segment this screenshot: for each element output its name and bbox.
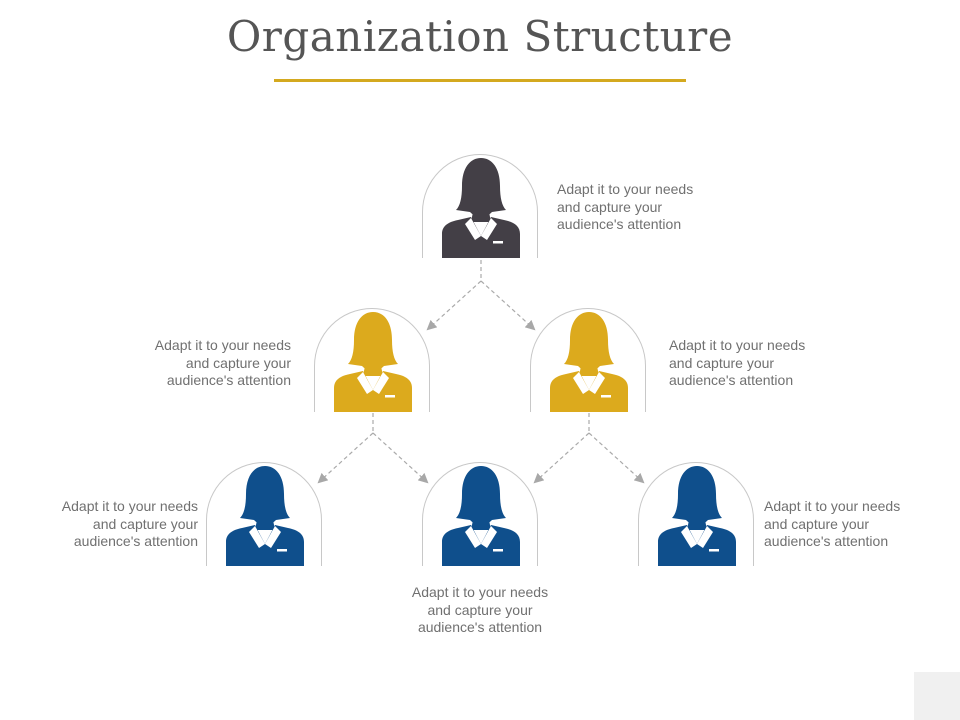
node-bottom-left-label: Adapt it to your needs and capture your … <box>38 498 198 551</box>
node-mid-left <box>314 308 432 412</box>
label-line: Adapt it to your needs <box>411 584 549 600</box>
node-circle <box>206 462 322 566</box>
label-line: Adapt it to your needs <box>764 498 901 514</box>
label-line: and capture your <box>185 354 291 371</box>
node-bottom-right <box>638 462 756 566</box>
node-circle <box>638 462 754 566</box>
node-circle <box>314 308 430 412</box>
person-icon <box>442 158 520 258</box>
label-line: and capture your <box>669 354 775 371</box>
label-line: and capture your <box>764 515 870 532</box>
person-icon <box>550 312 628 412</box>
title-underline <box>274 79 686 82</box>
label-line: audience's attention <box>669 372 794 388</box>
node-mid-left-label: Adapt it to your needs and capture your … <box>131 337 291 390</box>
label-line: audience's attention <box>557 216 682 232</box>
label-line: and capture your <box>557 198 663 215</box>
label-line: audience's attention <box>417 619 543 635</box>
label-line: audience's attention <box>764 533 889 549</box>
node-top-label: Adapt it to your needs and capture your … <box>557 181 717 234</box>
node-circle <box>422 154 538 258</box>
label-line: Adapt it to your needs <box>557 181 694 197</box>
node-circle <box>530 308 646 412</box>
node-mid-right <box>530 308 648 412</box>
label-line: Adapt it to your needs <box>61 498 198 514</box>
label-line: audience's attention <box>73 533 198 549</box>
node-mid-right-label: Adapt it to your needs and capture your … <box>669 337 829 390</box>
page-title: Organization Structure <box>226 12 734 61</box>
node-bottom-left <box>206 462 324 566</box>
person-icon <box>658 466 736 566</box>
label-line: Adapt it to your needs <box>154 337 291 353</box>
connector-mid-right-to-bottom-right <box>588 432 645 484</box>
person-icon <box>442 466 520 566</box>
connector-top-to-mid-right-arrow <box>480 280 536 331</box>
label-line: and capture your <box>427 601 533 618</box>
connector-mid-left-to-bottom-center <box>372 432 429 484</box>
node-circle <box>422 462 538 566</box>
node-top <box>422 154 540 258</box>
person-icon <box>226 466 304 566</box>
node-bottom-center <box>422 462 540 566</box>
label-line: and capture your <box>92 515 198 532</box>
node-bottom-right-label: Adapt it to your needs and capture your … <box>764 498 924 551</box>
label-line: Adapt it to your needs <box>669 337 806 353</box>
node-bottom-center-label: Adapt it to your needs and capture your … <box>400 584 560 637</box>
connector-mid-left-to-bottom-left <box>317 432 374 484</box>
connector-mid-right-to-bottom-center <box>533 432 590 484</box>
label-line: audience's attention <box>166 372 291 388</box>
corner-placeholder <box>914 672 960 720</box>
person-icon <box>334 312 412 412</box>
connector-top-to-mid-left-arrow <box>426 280 482 331</box>
